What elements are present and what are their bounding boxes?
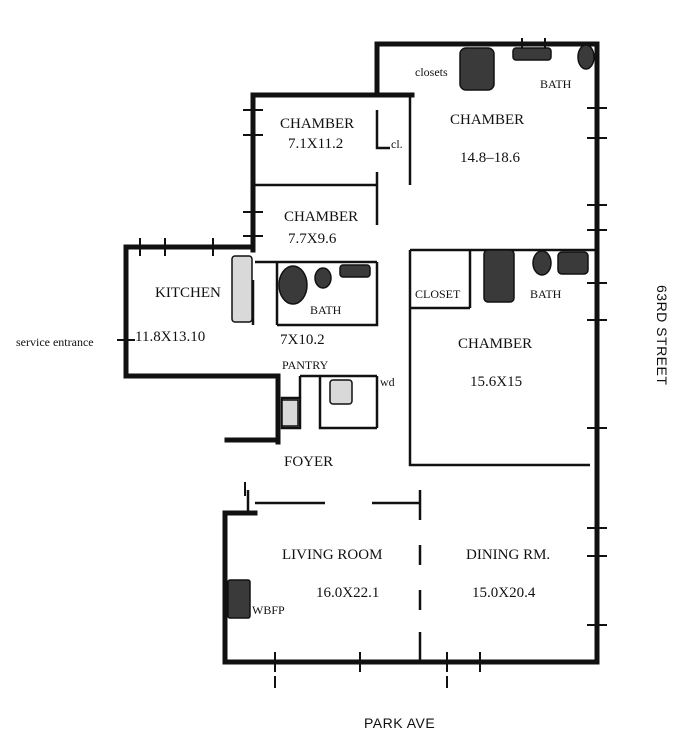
partition-cl	[375, 110, 390, 150]
street-south-label: PARK AVE	[364, 715, 435, 731]
wd-unit	[329, 379, 353, 405]
chamber-east-name: CHAMBER	[458, 336, 532, 352]
kitchen-counter	[231, 255, 253, 323]
kitchen-name: KITCHEN	[155, 285, 221, 301]
bath-mid-label: BATH	[310, 303, 342, 317]
living-room-name: LIVING ROOM	[282, 547, 382, 563]
street-east-label: 63RD STREET	[654, 285, 670, 385]
bath-ne-fixture-3	[577, 44, 595, 70]
foyer-label: FOYER	[284, 454, 333, 470]
wbfp-fireplace	[227, 579, 251, 619]
bath-ne-label: BATH	[540, 77, 572, 91]
service-entrance-label: service entrance	[16, 335, 94, 349]
wall-kitchen-west-south	[123, 244, 281, 445]
chamber-nw-name: CHAMBER	[280, 116, 354, 132]
bath-ne-fixture-2	[512, 47, 552, 61]
pantry-size: 7X10.2	[280, 332, 325, 348]
dining-room-size: 15.0X20.4	[472, 585, 536, 601]
chamber-mid-size: 7.7X9.6	[288, 231, 337, 247]
partition-chamber-east-west-south	[408, 250, 590, 467]
closet-east-label: CLOSET	[415, 287, 461, 301]
living-room-size: 16.0X22.1	[316, 585, 379, 601]
wbfp-label: WBFP	[252, 603, 285, 617]
bath-ne-fixture-1	[459, 47, 495, 91]
bath-east-label: BATH	[530, 287, 562, 301]
partition-wd	[318, 376, 377, 430]
bath-mid-tub	[339, 264, 371, 278]
window-ticks	[117, 38, 607, 688]
bath-mid-sink	[314, 267, 332, 289]
chamber-ne-name: CHAMBER	[450, 112, 524, 128]
wall-living-west-south	[222, 510, 600, 665]
bath-mid-toilet	[278, 265, 308, 305]
street-labels: service entrance 63RD STREET PARK AVE	[16, 285, 670, 731]
room-labels: CHAMBER 7.1X11.2 CHAMBER 14.8–18.6 close…	[135, 65, 572, 617]
bath-east-sink	[557, 251, 589, 275]
kitchen-size: 11.8X13.10	[135, 329, 205, 345]
bath-east-toilet	[532, 250, 552, 276]
chamber-mid-name: CHAMBER	[284, 209, 358, 225]
pantry-name: PANTRY	[282, 358, 329, 372]
partitions	[246, 95, 597, 662]
wall-north-top	[374, 41, 600, 103]
closets-ne-label: closets	[415, 65, 448, 79]
bath-east-tub	[483, 249, 515, 303]
partition-bath-south	[277, 262, 379, 327]
chamber-east-size: 15.6X15	[470, 374, 522, 390]
walls	[123, 41, 600, 665]
fixtures	[227, 44, 595, 619]
closet-small-label: cl.	[391, 137, 403, 151]
chamber-ne-size: 14.8–18.6	[460, 150, 521, 166]
dining-room-name: DINING RM.	[466, 547, 550, 563]
chamber-nw-size: 7.1X11.2	[288, 136, 343, 152]
pantry-cabinet-fill	[281, 399, 299, 427]
wd-label: wd	[380, 375, 395, 389]
